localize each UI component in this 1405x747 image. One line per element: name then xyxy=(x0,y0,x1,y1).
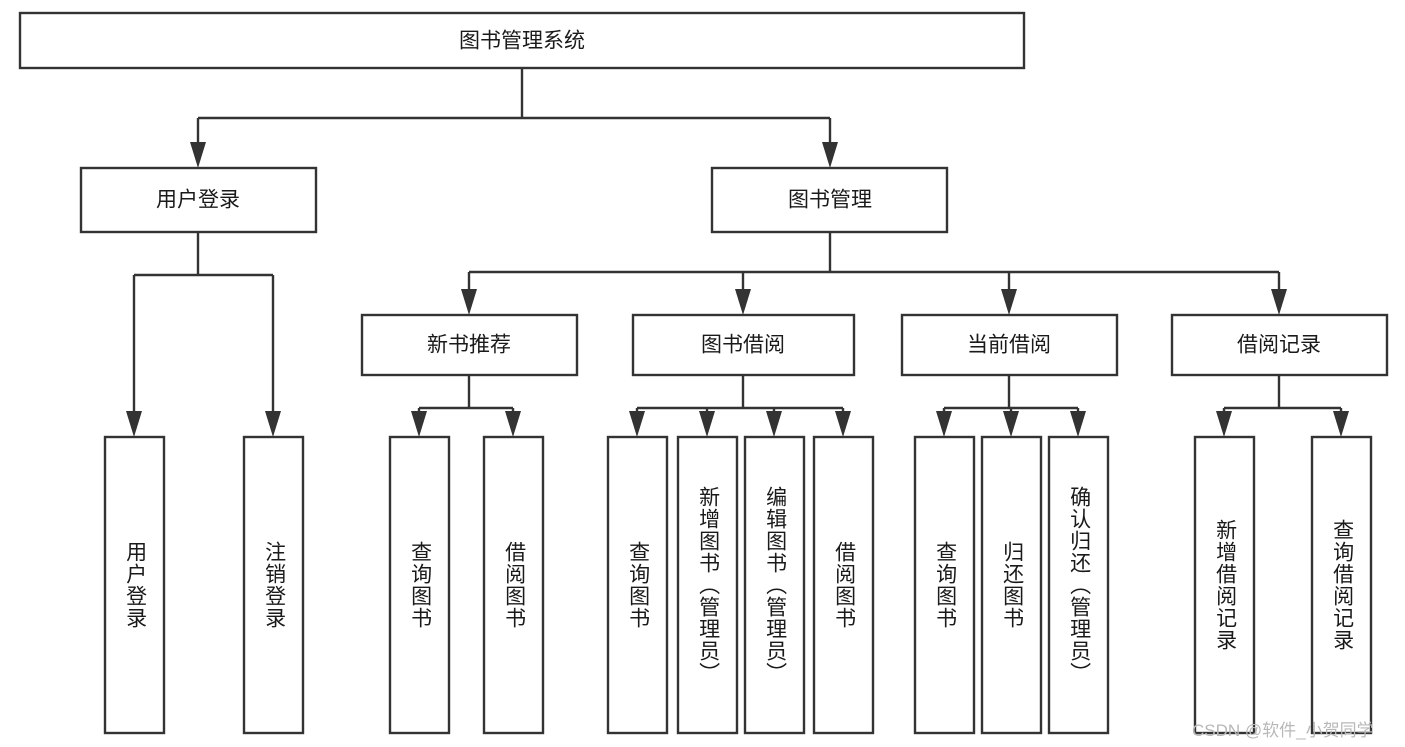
leaf-box-confirm-return[interactable] xyxy=(1047,435,1110,735)
node-current-borrow-box[interactable] xyxy=(900,313,1119,377)
leaf-box-query-record[interactable] xyxy=(1310,435,1373,735)
node-root-label: 图书管理系统 xyxy=(459,30,585,53)
leaf-box-query-book-2[interactable] xyxy=(606,435,669,735)
node-book-manage-box[interactable] xyxy=(710,166,949,234)
node-current-borrow-label: 当前借阅 xyxy=(967,334,1051,357)
leaf-box-user-logout[interactable] xyxy=(242,435,305,735)
arrowhead-leaf-add-book xyxy=(699,411,715,437)
arrowhead-leaf-add-record xyxy=(1216,411,1232,437)
arrowhead-leaf-query-book-1 xyxy=(411,411,427,437)
node-user-login-box[interactable] xyxy=(79,166,318,234)
leaf-box-borrow-book-2[interactable] xyxy=(812,435,875,735)
arrowhead-new-book-rec xyxy=(461,289,477,315)
connector-group-book-manage xyxy=(461,232,1287,315)
node-root[interactable]: 图书管理系统 xyxy=(18,11,1026,70)
arrowhead-book-borrow xyxy=(735,289,751,315)
arrowhead-leaf-return-book xyxy=(1003,411,1019,437)
arrowhead-leaf-edit-book xyxy=(766,411,782,437)
node-book-manage[interactable]: 图书管理 xyxy=(710,166,949,234)
leaf-box-query-book-1[interactable] xyxy=(388,435,451,735)
leaf-box-borrow-book-1[interactable] xyxy=(482,435,545,735)
arrowhead-leaf-confirm-return xyxy=(1070,411,1086,437)
arrowhead-leaf-query-record xyxy=(1333,411,1349,437)
connector-group-new-book-rec xyxy=(411,375,521,437)
arrowhead-leaf-borrow-book-1 xyxy=(505,411,521,437)
arrowhead-leaf-query-book-3 xyxy=(936,411,952,437)
node-book-borrow[interactable]: 图书借阅 xyxy=(631,313,856,377)
leaf-box-return-book[interactable] xyxy=(980,435,1043,735)
node-book-borrow-box[interactable] xyxy=(631,313,856,377)
arrowhead-current-borrow xyxy=(1001,289,1017,315)
node-user-login-label: 用户登录 xyxy=(156,189,240,212)
node-new-book-rec-box[interactable] xyxy=(360,313,579,377)
node-root-box[interactable] xyxy=(18,11,1026,70)
node-user-login[interactable]: 用户登录 xyxy=(79,166,318,234)
node-borrow-record-box[interactable] xyxy=(1170,313,1389,377)
node-new-book-rec-label: 新书推荐 xyxy=(427,334,511,357)
node-new-book-rec[interactable]: 新书推荐 xyxy=(360,313,579,377)
leaf-box-add-book[interactable] xyxy=(676,435,739,735)
connector-group-current-borrow xyxy=(936,375,1086,437)
arrowhead-leaf-query-book-2 xyxy=(629,411,645,437)
leaf-box-edit-book[interactable] xyxy=(743,435,806,735)
node-borrow-record-label: 借阅记录 xyxy=(1237,334,1321,357)
connector-group-book-borrow xyxy=(629,375,851,437)
connector-group-user-login xyxy=(126,232,281,437)
leaf-box-user-login[interactable] xyxy=(103,435,166,735)
leaf-box-add-record[interactable] xyxy=(1193,435,1256,735)
arrowhead-borrow-record xyxy=(1271,289,1287,315)
arrowhead-leaf-user-login xyxy=(126,411,142,437)
arrowhead-book-manage xyxy=(822,142,838,168)
arrowhead-leaf-user-logout xyxy=(265,411,281,437)
node-book-borrow-label: 图书借阅 xyxy=(701,334,785,357)
node-current-borrow[interactable]: 当前借阅 xyxy=(900,313,1119,377)
leaf-box-query-book-3[interactable] xyxy=(913,435,976,735)
node-book-manage-label: 图书管理 xyxy=(788,189,872,212)
connector-group-borrow-record xyxy=(1216,375,1349,437)
csdn-watermark: CSDN @软件_小贺同学 xyxy=(1192,721,1374,740)
arrowhead-user-login xyxy=(190,142,206,168)
arrowhead-leaf-borrow-book-2 xyxy=(835,411,851,437)
connector-group-root xyxy=(190,68,838,168)
node-borrow-record[interactable]: 借阅记录 xyxy=(1170,313,1389,377)
